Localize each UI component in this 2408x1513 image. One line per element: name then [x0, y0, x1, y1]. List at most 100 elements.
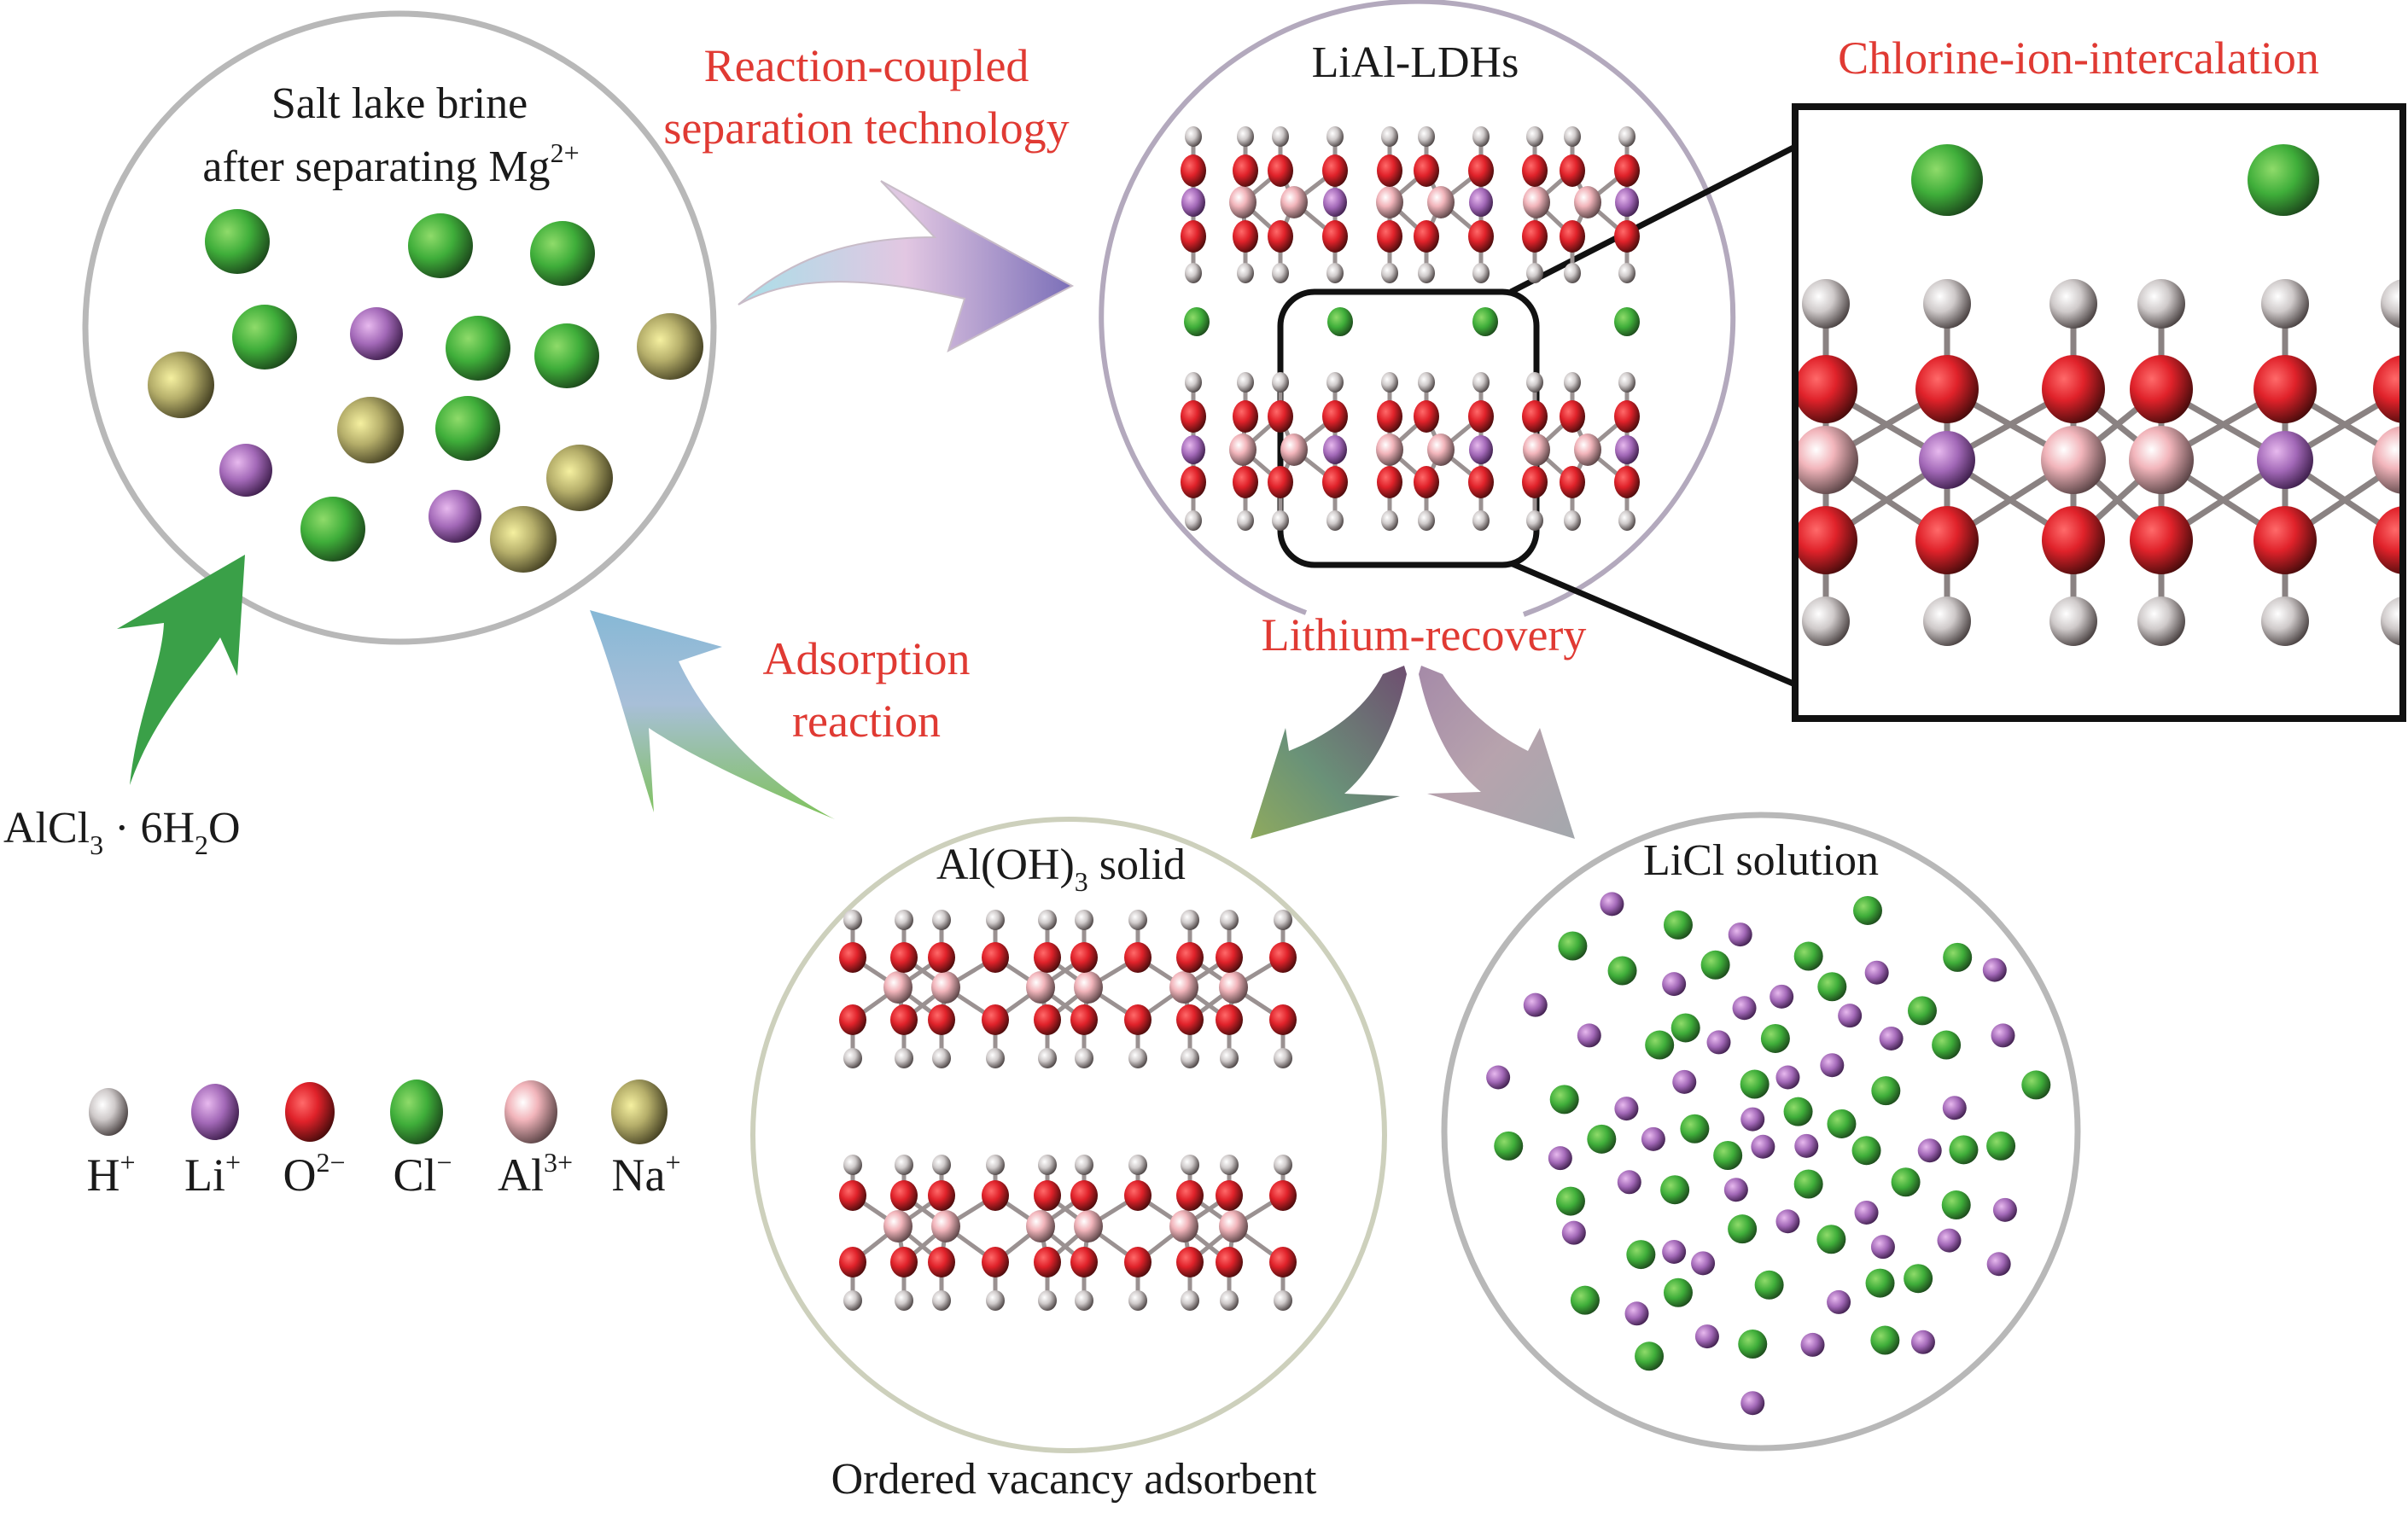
aluminum-atom — [1026, 971, 1055, 1004]
hydrogen-atom — [1618, 126, 1635, 147]
brine-li-ion — [429, 490, 481, 543]
licl-chloride-ion — [1943, 942, 1973, 972]
oxygen-atom — [1799, 506, 1857, 574]
hydrogen-atom — [1220, 1155, 1239, 1175]
hydrogen-atom — [1237, 126, 1254, 147]
licl-chloride-ion — [1663, 1277, 1693, 1307]
oxygen-atom — [1522, 466, 1548, 498]
oxygen-atom — [1377, 466, 1402, 498]
brine-cl-ion — [232, 305, 297, 370]
licl-lithium-ion — [1740, 1391, 1765, 1416]
hydrogen-atom — [1802, 596, 1850, 646]
licl-chloride-ion — [1941, 1190, 1971, 1220]
licl-chloride-ion — [1865, 1268, 1895, 1298]
legend-charge: 3+ — [544, 1147, 573, 1178]
hydrogen-atom — [2381, 279, 2399, 329]
licl-lithium-ion — [1986, 1252, 2011, 1277]
licl-chloride-ion — [1700, 950, 1730, 980]
licl-chloride-ion — [1904, 1264, 1933, 1294]
aluminum-atom — [2041, 426, 2106, 494]
licl-lithium-ion — [1937, 1228, 1962, 1253]
legend-charge: − — [436, 1147, 452, 1178]
brine-li-ion — [219, 444, 272, 497]
aloh3-title-prefix: Al(OH) — [936, 841, 1075, 889]
licl-lithium-ion — [1751, 1134, 1775, 1159]
aluminum-atom — [1169, 1210, 1198, 1242]
licl-chloride-ion — [1555, 1186, 1585, 1216]
oxygen-atom — [1522, 220, 1548, 253]
hydrogen-atom — [1220, 1290, 1239, 1311]
hydrogen-atom — [2261, 596, 2309, 646]
legend-label-hydrogen: H+ — [86, 1147, 135, 1201]
hydrogen-atom — [843, 1048, 862, 1068]
licl-lithium-ion — [1982, 957, 2007, 982]
brine-cl-ion — [408, 213, 473, 278]
oxygen-atom — [1468, 154, 1494, 187]
oxygen-atom — [1414, 220, 1439, 253]
licl-lithium-ion — [1561, 1220, 1586, 1245]
licl-chloride-ion — [1713, 1141, 1743, 1171]
oxygen-atom — [1034, 1004, 1061, 1035]
oxygen-atom — [982, 1180, 1009, 1211]
legend-labels: H+Li+O2−Cl−Al3+Na+ — [86, 1147, 680, 1201]
reagent-sub2: 2 — [195, 829, 208, 860]
hydrogen-atom — [843, 910, 862, 930]
licl-lithium-ion — [1641, 1126, 1665, 1151]
hydrogen-atom — [1237, 263, 1254, 283]
legend-chlorine-ball — [390, 1079, 443, 1144]
hydrogen-atom — [1128, 910, 1147, 930]
recovery-arrow-left — [1251, 666, 1407, 839]
oxygen-atom — [928, 1180, 955, 1211]
legend-symbol: Cl — [393, 1149, 436, 1201]
brine-title-text: after separating Mg — [202, 143, 550, 191]
oxygen-atom — [1216, 1180, 1243, 1211]
legend-label-aluminum: Al3+ — [498, 1147, 573, 1201]
oxygen-atom — [890, 1004, 918, 1035]
hydrogen-atom — [1381, 126, 1398, 147]
licl-lithium-ion — [1770, 984, 1794, 1009]
aluminum-atom — [1427, 434, 1455, 466]
aluminum-atom — [1219, 1210, 1248, 1242]
licl-chloride-ion — [1738, 1330, 1768, 1359]
oxygen-atom — [1322, 400, 1348, 433]
intercalation-title: Chlorine-ion-intercalation — [1838, 32, 2319, 84]
licl-chloride-ion — [1635, 1341, 1665, 1371]
oxygen-atom — [1468, 466, 1494, 498]
brine-li-ion — [350, 307, 403, 360]
licl-lithium-ion — [1486, 1065, 1511, 1090]
brine-na-ion — [637, 313, 703, 380]
legend-lithium-ball — [191, 1084, 239, 1140]
licl-chloride-ion — [1670, 1013, 1700, 1043]
oxygen-atom — [2373, 355, 2399, 423]
interlayer-chloride-ion — [1327, 307, 1353, 336]
brine-title-line2: after separating Mg2+ — [202, 137, 579, 191]
hydrogen-atom — [986, 1155, 1005, 1175]
hydrogen-atom — [2049, 279, 2097, 329]
oxygen-atom — [1216, 1004, 1243, 1035]
reagent-arrow — [117, 555, 245, 785]
lithium-atom — [1919, 431, 1975, 489]
oxygen-atom — [1614, 154, 1640, 187]
aloh3-title: Al(OH)3 solid — [936, 841, 1186, 897]
aluminum-atom — [1074, 971, 1103, 1004]
licl-lithium-ion — [1820, 1053, 1845, 1078]
brine-title-sup: 2+ — [551, 137, 580, 168]
oxygen-atom — [2042, 506, 2105, 574]
licl-chloride-ion — [1817, 972, 1847, 1002]
oxygen-atom — [1322, 220, 1348, 253]
licl-lithium-ion — [1800, 1332, 1825, 1357]
brine-na-ion — [546, 445, 613, 511]
licl-chloride-ion — [1728, 1214, 1758, 1244]
licl-chloride-ion — [1852, 895, 1882, 925]
licl-lithium-ion — [1992, 1197, 2017, 1222]
oxygen-atom — [1233, 220, 1258, 253]
hydrogen-atom — [1272, 372, 1289, 393]
legend-label-oxygen: O2− — [283, 1147, 345, 1201]
reagent-sub1: 3 — [90, 829, 103, 860]
oxygen-atom — [1414, 400, 1439, 433]
intercalation-structure — [1799, 144, 2399, 646]
aluminum-atom — [1376, 186, 1403, 218]
reagent-suffix: O — [208, 804, 241, 853]
licl-circle — [1441, 812, 2081, 1452]
licl-lithium-ion — [1991, 1023, 2015, 1048]
